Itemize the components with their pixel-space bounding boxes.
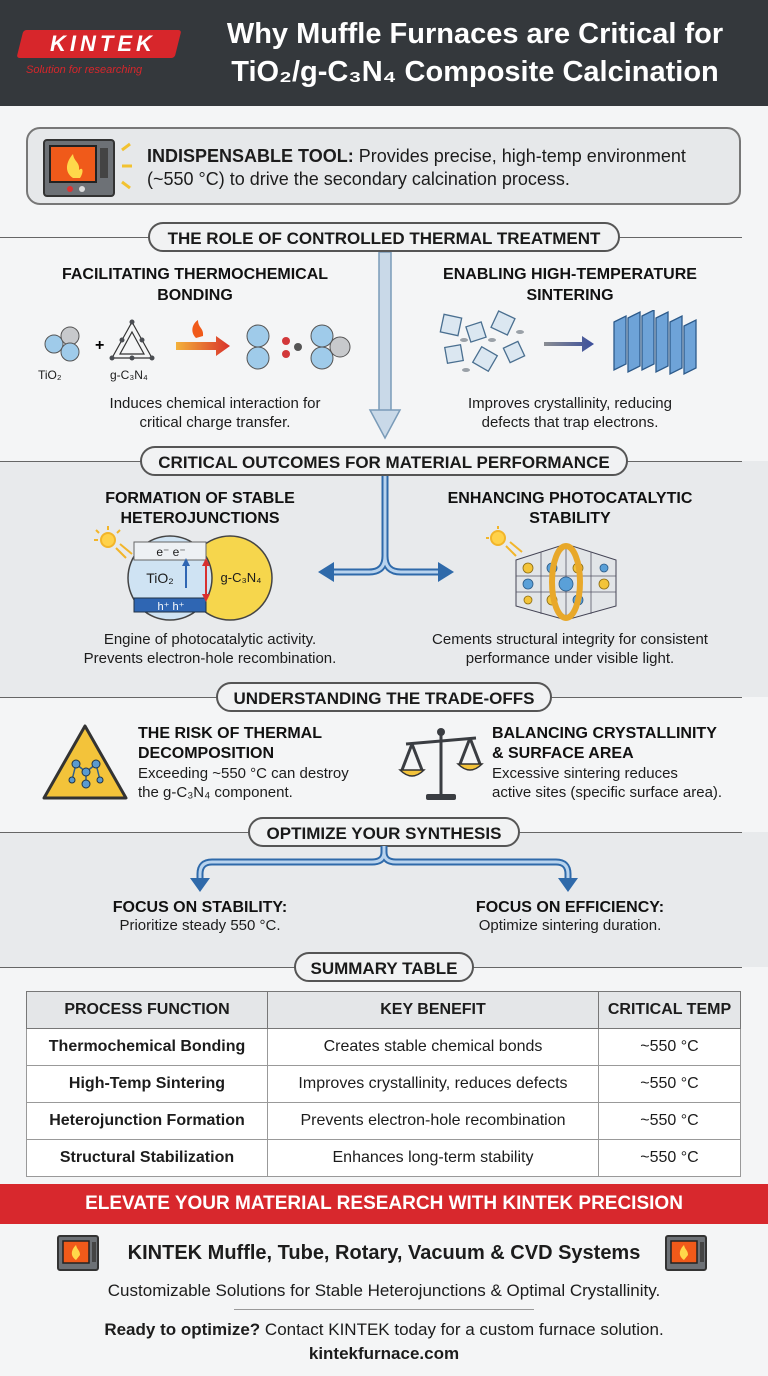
footer-tagline: Customizable Solutions for Stable Hetero… [107,1281,661,1300]
heterojunction-diagram [94,526,273,621]
role-left-desc2: critical charge transfer. [139,414,291,431]
section-heading-tradeoffs: UNDERSTANDING THE TRADE-OFFS [216,682,552,712]
intro-body2: (~550 °C) to drive the secondary calcina… [147,169,570,189]
table-cell: ~550 °C [598,1028,741,1066]
role-left-title1: FACILITATING THERMOCHEMICAL [61,266,329,283]
table-cell: Enhances long-term stability [267,1139,599,1177]
systems-heading: KINTEK Muffle, Tube, Rotary, Vacuum & CV… [127,1242,641,1264]
intro-body: Provides precise, high-temp environment [358,146,686,166]
footer-divider [234,1309,534,1310]
furnace-icon [665,1235,707,1271]
section-heading-outcomes: CRITICAL OUTCOMES FOR MATERIAL PERFORMAN… [140,446,628,476]
bonding-icon: + [44,319,351,370]
role-right-desc2: defects that trap electrons. [481,414,659,431]
table-cell: Creates stable chemical bonds [267,1028,599,1066]
stability-crystal-icon [486,526,617,621]
table-row: Heterojunction Formation Prevents electr… [26,1102,741,1140]
outcomes-left-title2: HETEROJUNCTIONS [120,510,280,527]
split-arrows-icon [190,846,578,892]
outcomes-right-desc2: performance under visible light. [465,650,675,667]
diagram-gcn: g-C₃N₄ [220,570,262,585]
tradeoffs-left-desc2: the g-C₃N₄ component. [138,784,293,801]
outcomes-right-title1: ENHANCING PHOTOCATALYTIC [447,490,693,507]
branch-arrows-icon [318,476,454,582]
optimize-left-title: FOCUS ON STABILITY: [112,899,288,916]
role-left-title2: BONDING [157,287,233,304]
tradeoffs-right-title1: BALANCING CRYSTALLINITY [492,725,717,742]
table-cell: Thermochemical Bonding [26,1028,268,1066]
role-left-desc1: Induces chemical interaction for [109,395,321,412]
label-gcn: g-C₃N₄ [110,368,148,382]
diagram-tio2: TiO₂ [146,570,174,586]
warning-icon [42,724,128,800]
optimize-right-title: FOCUS ON EFFICIENCY: [475,899,665,916]
tradeoffs-left-title1: THE RISK OF THERMAL [138,725,322,742]
role-right-title1: ENABLING HIGH-TEMPERATURE [443,266,697,283]
tradeoffs-right-title2: & SURFACE AREA [492,745,634,762]
outcomes-left-desc2: Prevents electron-hole recombination. [83,650,337,667]
diagram-holes: h⁺ h⁺ [157,601,185,613]
intro-text: INDISPENSABLE TOOL: Provides precise, hi… [147,145,737,191]
cta-text: Contact KINTEK today for a custom furnac… [264,1320,664,1339]
outcomes-left-title1: FORMATION OF STABLE [105,490,295,507]
tradeoffs-right-desc2: active sites (specific surface area). [492,784,723,801]
optimize-right-desc: Optimize sintering duration. [478,917,662,934]
table-row: Thermochemical Bonding Creates stable ch… [26,1028,741,1066]
outcomes-right-desc1: Cements structural integrity for consist… [432,631,708,648]
page-title-line1: Why Muffle Furnaces are Critical for [226,18,724,50]
table-header-row: PROCESS FUNCTION KEY BENEFIT CRITICAL TE… [26,991,741,1029]
column-header: CRITICAL TEMP [598,991,741,1029]
summary-table: PROCESS FUNCTION KEY BENEFIT CRITICAL TE… [26,991,741,1177]
table-cell: High-Temp Sintering [26,1065,268,1103]
sintering-icon [439,310,697,376]
table-cell: ~550 °C [598,1102,741,1140]
table-cell: Improves crystallinity, reduces defects [267,1065,599,1103]
outcomes-right-title2: STABILITY [529,510,611,527]
column-header: KEY BENEFIT [267,991,599,1029]
table-cell: Prevents electron-hole recombination [267,1102,599,1140]
table-cell: Heterojunction Formation [26,1102,268,1140]
logo-text: KINTEK [50,31,156,56]
label-tio2: TiO₂ [38,368,62,382]
outcomes-left-desc1: Engine of photocatalytic activity. [103,631,317,648]
section-heading-optimize: OPTIMIZE YOUR SYNTHESIS [248,817,520,847]
tradeoffs-left-desc1: Exceeding ~550 °C can destroy [138,765,349,782]
table-cell: Structural Stabilization [26,1139,268,1177]
table-cell: ~550 °C [598,1065,741,1103]
intro-bold: INDISPENSABLE TOOL: [147,146,354,166]
furnace-icon [57,1235,99,1271]
tradeoffs-right-desc1: Excessive sintering reduces [492,765,678,782]
section-heading-role: THE ROLE OF CONTROLLED THERMAL TREATMENT [148,222,620,252]
footer-cta: Ready to optimize? Contact KINTEK today … [20,1320,748,1340]
table-row: Structural Stabilization Enhances long-t… [26,1139,741,1177]
optimize-left-desc: Prioritize steady 550 °C. [119,917,281,934]
svg-text:+: + [95,337,104,354]
page-title-line2: TiO₂/g-C₃N₄ Composite Calcination [231,56,719,88]
cta-bold: Ready to optimize? [104,1320,261,1339]
cta-banner: ELEVATE YOUR MATERIAL RESEARCH WITH KINT… [0,1184,768,1224]
role-right-title2: SINTERING [526,287,614,304]
role-right-desc1: Improves crystallinity, reducing [468,395,672,412]
column-header: PROCESS FUNCTION [26,991,268,1029]
section-heading-summary: SUMMARY TABLE [294,952,474,982]
logo-tagline: Solution for researching [26,64,143,76]
furnace-icon [43,139,132,197]
table-cell: ~550 °C [598,1139,741,1177]
footer-url[interactable]: kintekfurnace.com [308,1344,460,1363]
arrow-down-icon [368,252,402,440]
diagram-electrons: e⁻ e⁻ [156,545,186,559]
balance-scale-icon [398,728,484,800]
tradeoffs-left-title2: DECOMPOSITION [138,745,275,762]
table-row: High-Temp Sintering Improves crystallini… [26,1065,741,1103]
intro-card [26,127,741,205]
